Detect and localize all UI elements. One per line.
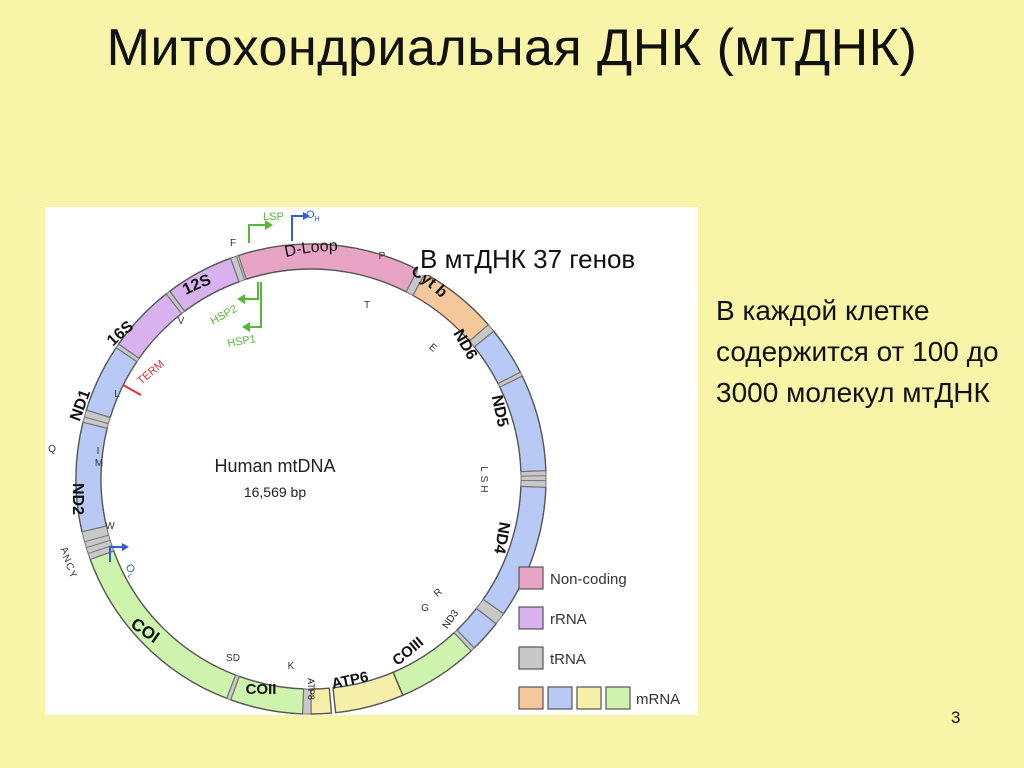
legend-swatch-mrna-yellow	[576, 686, 602, 710]
trna-stripe	[84, 534, 109, 543]
legend-label-noncoding: Non-coding	[550, 571, 627, 588]
hsp1-promoter-arrow	[242, 282, 262, 332]
legend-label-trna: tRNA	[550, 651, 586, 668]
copies-per-cell-note: В каждой клетке содержится от 100 до 300…	[716, 295, 999, 408]
center-subtitle: 16,569 bp	[244, 484, 306, 500]
trna-label-a: A	[58, 545, 71, 557]
trna-l1	[115, 343, 140, 363]
legend-swatch-trna	[518, 646, 544, 670]
segment-label-dloop: D-Loop	[283, 238, 338, 261]
term-marker	[122, 384, 142, 396]
trna-label-g: G	[421, 603, 429, 614]
genes-count-note: В мтДНК 37 генов	[418, 244, 638, 275]
segment-label-nd3: ND3	[441, 608, 462, 631]
page-number: 3	[951, 708, 961, 727]
mtdna-diagram: D-Loop 12S 16S Cyt b ND6 ND5 ND4 ND3 COI…	[45, 207, 698, 715]
trna-t	[468, 324, 495, 348]
segment-atp6	[332, 671, 404, 714]
segment-label-nd4: ND4	[490, 521, 512, 556]
segment-label-coii: COII	[246, 681, 277, 698]
hsp1-label: HSP1	[226, 333, 256, 350]
trna-sd	[226, 674, 240, 701]
oh-origin-arrow	[291, 212, 310, 241]
hsp2-label: HSP2	[209, 303, 240, 328]
segment-label-nd2: ND2	[69, 483, 86, 515]
trna-f	[229, 254, 247, 283]
segment-coi	[89, 549, 237, 700]
trna-stripe	[86, 539, 111, 549]
trna-label-w: W	[105, 521, 115, 532]
legend: Non-coding rRNA tRNA mRNA	[518, 566, 680, 710]
legend-label-rrna: rRNA	[550, 611, 587, 628]
legend-swatch-mrna-orange	[518, 686, 544, 710]
genome-ring	[75, 243, 547, 715]
trna-label-y: Y	[66, 569, 79, 581]
trna-stripe	[87, 545, 113, 555]
lsp-label: LSP	[263, 211, 284, 223]
trna-label-m: M	[95, 458, 103, 469]
trna-label-c: C	[63, 561, 76, 573]
legend-swatch-rrna	[518, 606, 544, 630]
trna-qim	[82, 409, 111, 429]
trna-label-p: P	[379, 251, 386, 262]
hsp2-promoter-arrow	[237, 282, 259, 304]
trna-label-e: E	[427, 342, 439, 355]
center-title: Human mtDNA	[214, 456, 335, 476]
mtdna-svg: D-Loop 12S 16S Cyt b ND6 ND5 ND4 ND3 COI…	[48, 209, 680, 715]
trna-label-i: I	[97, 446, 100, 457]
lsp-promoter-arrow	[248, 220, 273, 243]
trna-rg	[475, 598, 505, 625]
segment-nd1	[85, 346, 138, 419]
trna-label-f: F	[230, 238, 236, 249]
trna-lsh	[520, 470, 547, 488]
trna-label-v: V	[178, 316, 185, 327]
trna-label-n: N	[60, 553, 73, 565]
trna-label-t: T	[364, 300, 370, 311]
trna-label-q: Q	[48, 444, 56, 455]
trna-label-s: S	[478, 476, 489, 483]
segment-label-nd5: ND5	[488, 394, 511, 429]
trna-stripe	[84, 416, 109, 425]
trna-label-k: K	[288, 661, 295, 672]
trna-label-r: R	[432, 587, 445, 600]
legend-label-mrna: mRNA	[636, 691, 680, 708]
legend-swatch-mrna-green	[605, 686, 631, 710]
trna-e	[497, 371, 523, 388]
trna-label-l2: L	[478, 466, 489, 472]
trna-label-l1: L	[114, 389, 120, 400]
trna-g	[453, 629, 475, 652]
trna-stripe	[235, 255, 245, 281]
trna-wancy	[81, 525, 115, 561]
legend-swatch-mrna-blue	[547, 686, 573, 710]
segment-nd2	[75, 421, 109, 533]
trna-k	[302, 688, 312, 715]
legend-swatch-noncoding	[518, 566, 544, 590]
trna-label-h: H	[478, 485, 489, 492]
slide-title: Митохондриальная ДНК (мтДНК)	[106, 19, 918, 77]
trna-label-sd: SD	[226, 653, 240, 664]
oh-label: OH	[306, 209, 320, 223]
term-label: TERM	[135, 358, 167, 387]
ol-origin-arrow	[109, 543, 129, 562]
trna-v	[165, 290, 186, 315]
segment-label-atp8: ATP8	[306, 678, 316, 700]
